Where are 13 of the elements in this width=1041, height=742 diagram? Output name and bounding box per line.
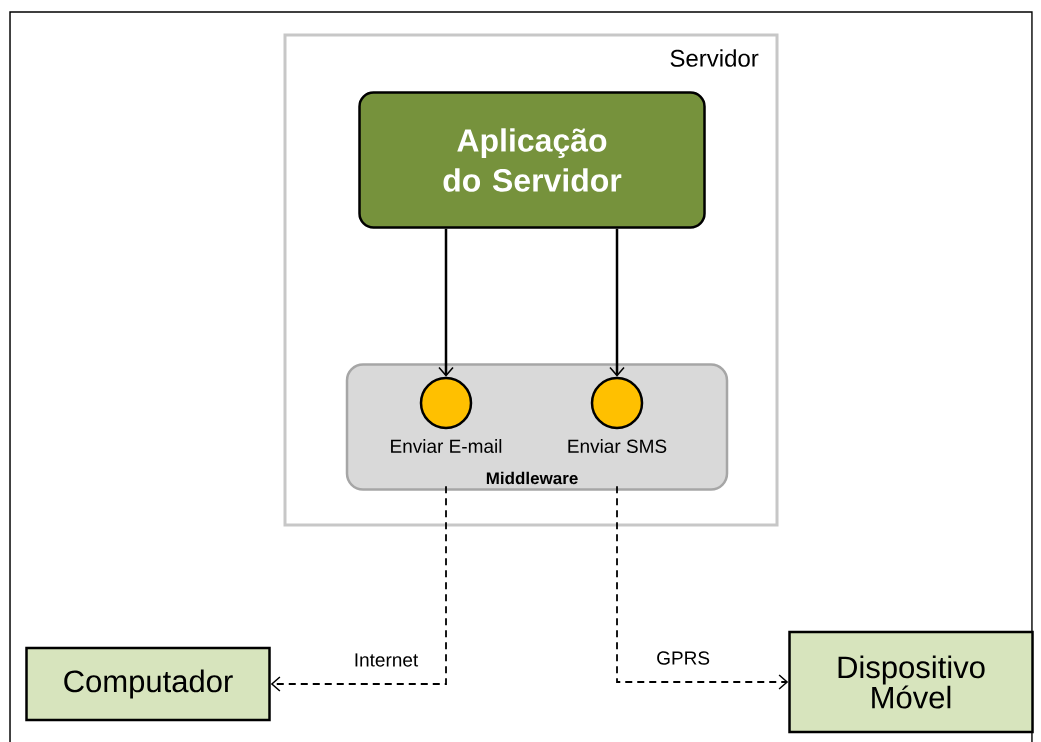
- arrow: [270, 485, 447, 692]
- edge-label: GPRS: [655, 650, 712, 666]
- device-box: Computador: [25, 646, 271, 722]
- box-title: Servidor: [670, 49, 759, 67]
- box-title: Middleware: [486, 471, 578, 485]
- device-box: Dispositivo Móvel: [788, 630, 1034, 734]
- arrow: [438, 228, 454, 377]
- circle-label: Enviar E-mail: [391, 439, 502, 453]
- process-box: Aplicação do Servidor: [358, 91, 706, 229]
- edge-label: Internet: [352, 652, 420, 668]
- arrow: [609, 228, 625, 377]
- circle-label: Enviar SMS: [568, 439, 667, 453]
- arrow: [616, 485, 789, 690]
